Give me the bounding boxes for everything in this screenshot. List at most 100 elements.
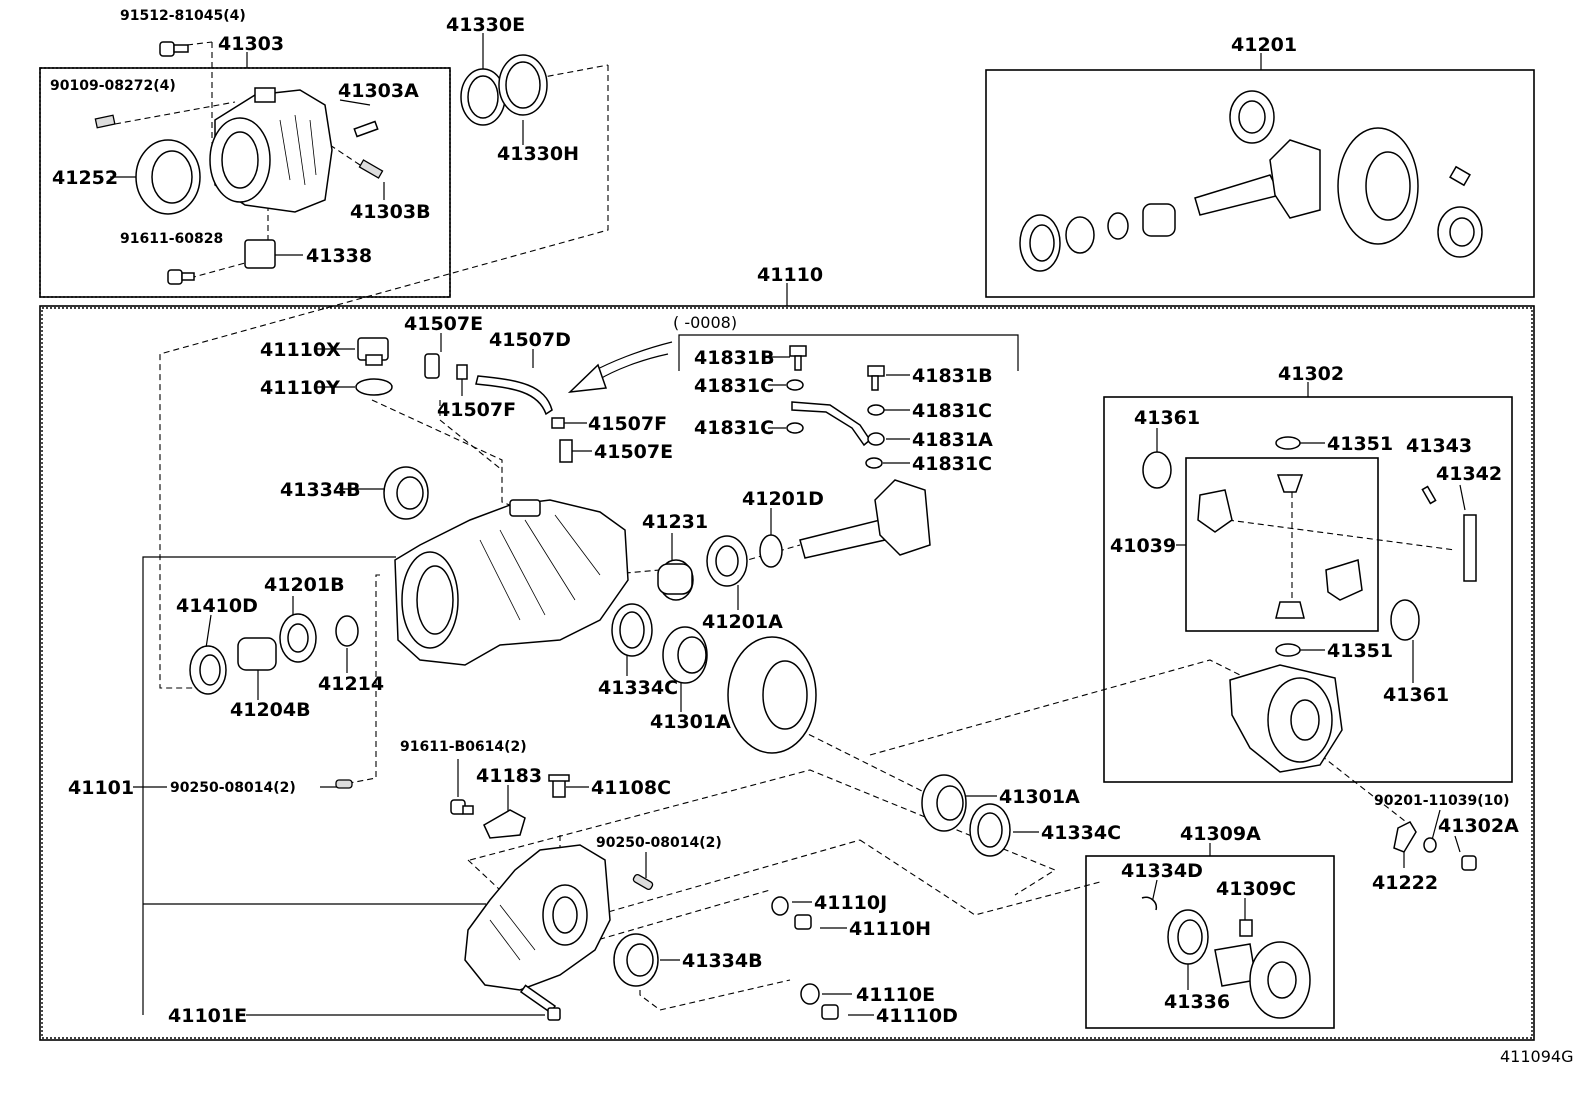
label-41201: 41201 xyxy=(1231,34,1297,56)
frame-41201-group xyxy=(985,69,1535,298)
label-41301A-lower: 41301A xyxy=(999,786,1080,808)
part-drawings xyxy=(94,41,1483,1021)
label-41302A: 41302A xyxy=(1438,815,1519,837)
label-41338: 41338 xyxy=(306,245,372,267)
label-41214: 41214 xyxy=(318,673,384,695)
breather-41507-icon xyxy=(424,353,573,463)
bearing-41301A-lower-icon xyxy=(921,774,967,832)
pin-90250-b-icon xyxy=(632,873,654,891)
label-41201A: 41201A xyxy=(702,611,783,633)
plug-41108C-icon xyxy=(548,774,570,798)
label-41309A: 41309A xyxy=(1180,823,1261,845)
label-41336: 41336 xyxy=(1164,991,1230,1013)
carrier-cover-41303-icon xyxy=(209,87,333,213)
frames xyxy=(39,67,1535,1041)
stud-90109-icon xyxy=(94,114,116,129)
bolt-41302A-icon xyxy=(1461,855,1477,871)
label-41831C-d: 41831C xyxy=(912,453,992,475)
label-41334D: 41334D xyxy=(1121,860,1203,882)
bolt-91611-60828-icon xyxy=(167,269,195,285)
bearing-41301A-upper-icon xyxy=(662,626,708,684)
washer-90201-icon xyxy=(1423,837,1437,853)
label-41110H: 41110H xyxy=(849,918,931,940)
label-90250-08014-a: 90250-08014(2) xyxy=(170,780,296,796)
plug-41110H-icon xyxy=(794,914,812,930)
label-41110: 41110 xyxy=(757,264,823,286)
pin-41303B-icon xyxy=(358,159,384,179)
label-41831B-b: 41831B xyxy=(912,365,993,387)
label-41204B: 41204B xyxy=(230,699,311,721)
label-41351-b: 41351 xyxy=(1327,640,1393,662)
label-41343: 41343 xyxy=(1406,435,1472,457)
label-41222: 41222 xyxy=(1372,872,1438,894)
frame-41303-dotted xyxy=(39,67,451,298)
label-41831C-b: 41831C xyxy=(694,417,774,439)
label-41039: 41039 xyxy=(1110,535,1176,557)
bolt-41101E-icon xyxy=(519,984,561,1021)
label-41410D: 41410D xyxy=(176,595,258,617)
bolt-41309C-icon xyxy=(1239,919,1253,937)
label-41507D: 41507D xyxy=(489,329,571,351)
arrow-0008 xyxy=(567,341,673,393)
bracket-41101 xyxy=(142,556,396,1015)
label-41361-b: 41361 xyxy=(1383,684,1449,706)
frame-41110-dotted xyxy=(41,307,1533,1039)
pinion-kit-41201-icon xyxy=(1019,90,1483,272)
plate-41183-icon xyxy=(483,809,526,839)
label-91512-81045: 91512-81045(4) xyxy=(120,8,246,24)
label-41110J: 41110J xyxy=(814,892,887,914)
bearing-41201A-icon xyxy=(706,535,748,587)
label-41334B-lower: 41334B xyxy=(682,950,763,972)
seal-41330H-icon xyxy=(498,54,548,116)
label-41507E-b: 41507E xyxy=(594,441,673,463)
label-41303: 41303 xyxy=(218,33,284,55)
bolt-91611-B0614-icon xyxy=(450,799,474,815)
label-41334C-lower: 41334C xyxy=(1041,822,1121,844)
sleeve-41204B-icon xyxy=(237,637,277,671)
seal-41410D-icon xyxy=(189,645,227,695)
label-41183: 41183 xyxy=(476,765,542,787)
seal-41334C-lower-icon xyxy=(969,803,1011,857)
gasket-41110J-icon xyxy=(771,896,789,916)
bolt-91512-icon xyxy=(159,41,189,57)
spacer-41231-icon xyxy=(657,559,694,601)
oil-seal-41252-icon xyxy=(135,139,201,215)
label-41201B: 41201B xyxy=(264,574,345,596)
label-41351-a: 41351 xyxy=(1327,433,1393,455)
label-41334C-upper: 41334C xyxy=(598,677,678,699)
pin-90250-a-icon xyxy=(335,779,353,789)
label-41303B: 41303B xyxy=(350,201,431,223)
bearing-41201B-icon xyxy=(279,613,317,663)
gasket-41110Y-icon xyxy=(355,378,393,396)
label-41361-a: 41361 xyxy=(1134,407,1200,429)
label-0008: ( -0008) xyxy=(673,313,737,332)
label-41342: 41342 xyxy=(1436,463,1502,485)
label-90201-11039: 90201-11039(10) xyxy=(1374,793,1510,809)
part-labels: 91512-81045(4) 41303 90109-08272(4) 4130… xyxy=(50,8,1573,1066)
label-41507F-b: 41507F xyxy=(588,413,667,435)
label-41101E: 41101E xyxy=(168,1005,247,1027)
label-41334B-upper: 41334B xyxy=(280,479,361,501)
label-41831C-c: 41831C xyxy=(912,400,992,422)
plug-41110X-icon xyxy=(357,337,389,366)
gasket-41110E-icon xyxy=(800,983,820,1005)
ring-gear-icon xyxy=(727,636,817,754)
snap-ring-41334D-icon xyxy=(1141,896,1158,911)
mount-41338-icon xyxy=(244,239,276,269)
washer-41201D-icon xyxy=(759,534,783,568)
leader-lines xyxy=(110,33,1466,1016)
label-91611-B0614: 91611-B0614(2) xyxy=(400,739,527,755)
label-41302: 41302 xyxy=(1278,363,1344,385)
label-41330E: 41330E xyxy=(446,14,525,36)
label-41831A: 41831A xyxy=(912,429,993,451)
label-41831C-a: 41831C xyxy=(694,375,774,397)
bracket-0008-group xyxy=(678,334,1019,371)
label-41101: 41101 xyxy=(68,777,134,799)
label-41108C: 41108C xyxy=(591,777,671,799)
flange-41309A-icon xyxy=(1214,941,1311,1019)
plug-41110D-icon xyxy=(821,1004,839,1020)
label-41110D: 41110D xyxy=(876,1005,958,1027)
differential-41302-icon xyxy=(1142,436,1477,773)
seal-41334B-lower-icon xyxy=(613,933,659,987)
label-41201D: 41201D xyxy=(742,488,824,510)
